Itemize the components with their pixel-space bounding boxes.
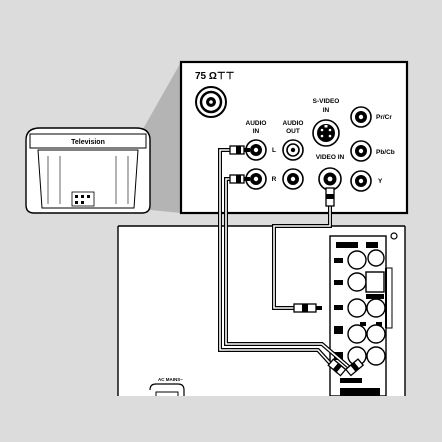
svideo-socket-icon	[312, 119, 340, 147]
pr-label: Pr/Cr	[376, 114, 392, 121]
rca-plug-icon	[229, 145, 250, 155]
device-rear-panel: AC MAINS~	[117, 225, 406, 397]
rca-plug-icon	[293, 303, 322, 313]
left-channel-label: L	[272, 147, 276, 154]
tv-label: Television	[71, 139, 105, 146]
audio-cable	[218, 148, 352, 374]
audio-in-left-jack	[245, 139, 267, 161]
ac-mains-label: AC MAINS~	[158, 377, 183, 382]
rca-plug-icon	[325, 187, 335, 207]
bottom-band	[0, 396, 442, 442]
video-in-jack	[318, 167, 342, 191]
video-in-label: VIDEO IN	[316, 154, 345, 161]
right-channel-label: R	[272, 176, 277, 183]
audio-in-label: AUDIO	[246, 120, 267, 127]
audio-out-right-jack	[282, 168, 304, 190]
svideo-label-2: IN	[323, 107, 330, 114]
pb-label: Pb/Cb	[376, 149, 395, 156]
television-rear: Television	[25, 127, 151, 214]
audio-out-left-jack	[282, 139, 304, 161]
rca-plug-icon	[327, 358, 347, 377]
y-jack	[350, 170, 372, 192]
pr-jack	[350, 106, 372, 128]
video-cable	[272, 205, 332, 310]
screw-icon	[390, 232, 398, 240]
ac-mains-socket	[149, 383, 185, 396]
tv-connector-panel: 75 Ω⊤⊤ AUDIO IN AUDIO OUT S-VIDEO IN VID…	[179, 60, 409, 215]
coax-antenna-socket-icon	[195, 86, 227, 118]
rca-plug-icon	[344, 358, 365, 377]
audio-out-label: AUDIO	[283, 120, 304, 127]
y-label: Y	[378, 178, 383, 185]
pb-jack	[350, 140, 372, 162]
audio-in-label-2: IN	[253, 128, 260, 135]
audio-out-label-2: OUT	[286, 128, 300, 135]
svideo-label: S-VIDEO	[313, 98, 340, 105]
antenna-label: 75 Ω⊤⊤	[195, 71, 235, 82]
rca-plug-icon	[229, 174, 250, 184]
